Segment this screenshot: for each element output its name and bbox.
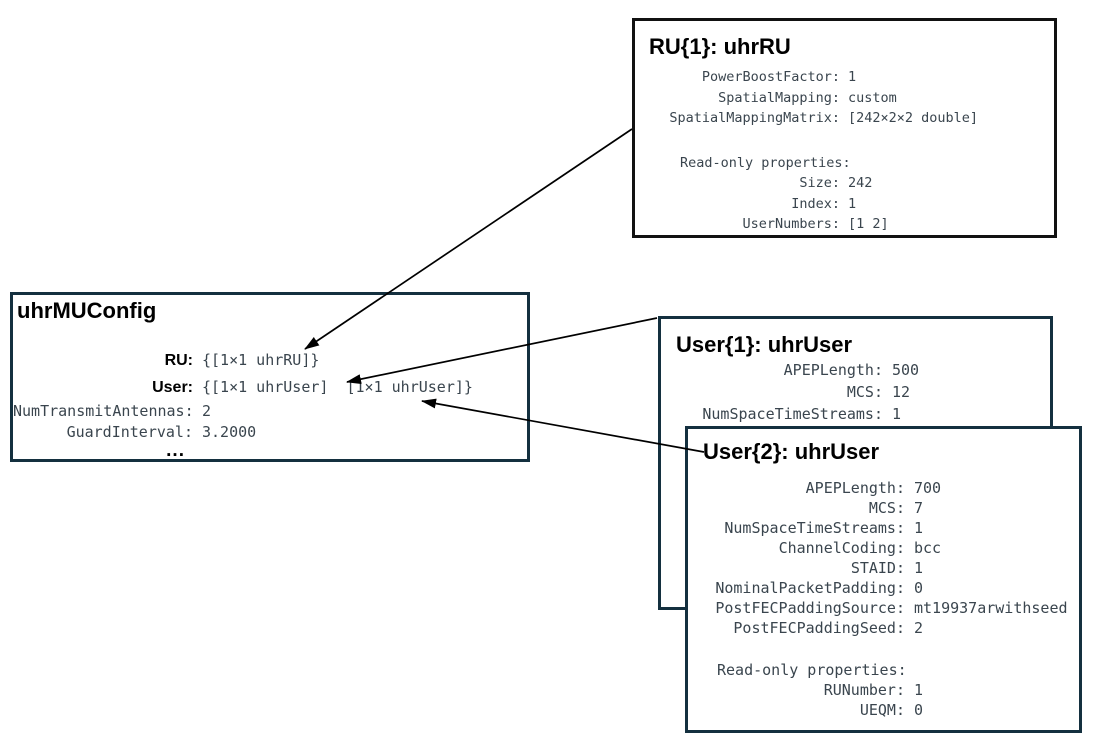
property-value: [1 2] [848,216,889,232]
property-row: NominalPacketPadding: 0 [688,578,1079,598]
ru-box-title: RU{1}: uhrRU [649,34,791,59]
property-name: RU: [164,352,193,369]
mu-config-object-box: uhrMUConfig RU: {[1×1 uhrRU]} User: {[1×1 … [10,292,530,462]
property-value: [242×2×2 double] [848,110,979,126]
property-row: NumSpaceTimeStreams: 1 [661,403,1050,425]
property-name: NumTransmitAntennas: [13,402,194,420]
property-value: 1 [914,559,924,577]
mu-config-box-title: uhrMUConfig [17,298,157,323]
property-row: Index: 1 [635,194,1054,215]
property-row: ChannelCoding: bcc [688,538,1079,558]
property-value: 1 [914,519,924,537]
property-row: GuardInterval: 3.2000 [13,422,527,443]
property-row: STAID: 1 [688,558,1079,578]
property-value: 0 [914,701,924,719]
property-row: APEPLength: 500 [661,359,1050,381]
readonly-properties-header: Read-only properties: [680,154,851,171]
property-name: MCS: [868,499,905,517]
property-value: 500 [892,361,920,379]
property-row: Size: 242 [635,173,1054,194]
property-row: RU: {[1×1 uhrRU]} [13,347,527,374]
property-name: SpatialMappingMatrix: [669,110,840,126]
property-row: APEPLength: 700 [688,478,1079,498]
property-name: UserNumbers: [742,216,840,232]
ru-object-box: RU{1}: uhrRU PowerBoostFactor: 1 SpatialM… [632,18,1057,238]
property-value: 7 [914,499,924,517]
property-value: 1 [914,681,924,699]
property-value: {[1×1 uhrUser] [1×1 uhrUser]} [202,378,473,396]
property-value: 2 [202,402,212,420]
property-name: APEPLength: [783,361,883,379]
property-row: PostFECPaddingSeed: 2 [688,618,1079,638]
property-value: 3.2000 [202,423,257,441]
property-name: MCS: [846,383,883,401]
property-name: PostFECPaddingSource: [715,599,905,617]
property-name: NumSpaceTimeStreams: [702,405,883,423]
property-row: SpatialMappingMatrix: [242×2×2 double] [635,108,1054,129]
property-name: PostFECPaddingSeed: [733,619,905,637]
property-row: MCS: 7 [688,498,1079,518]
property-name: User: [152,379,193,396]
property-value: 12 [892,383,911,401]
property-row: RUNumber: 1 [688,680,1079,700]
readonly-properties-header: Read-only properties: [717,661,907,679]
property-name: GuardInterval: [66,423,193,441]
property-name: STAID: [850,559,905,577]
property-name: PowerBoostFactor: [701,69,840,85]
property-value: 242 [848,175,873,191]
property-value: 1 [848,195,857,212]
property-row: User: {[1×1 uhrUser] [1×1 uhrUser]} [13,374,527,401]
property-name: RUNumber: [823,681,905,699]
property-name: SpatialMapping: [718,89,840,106]
property-value: mt19937arwithseed [914,599,1068,617]
user2-box-title: User{2}: uhrUser [703,439,880,464]
property-name: Index: [791,195,840,212]
property-value: 2 [914,619,924,637]
property-value: {[1×1 uhrRU]} [202,351,320,369]
user2-object-box: User{2}: uhrUser APEPLength: 700 MCS: 7 Nu… [685,426,1082,733]
property-name: NumSpaceTimeStreams: [724,519,905,537]
property-value: bcc [914,539,942,557]
property-value: 700 [914,479,942,497]
property-name: NominalPacketPadding: [715,579,905,597]
property-row: NumTransmitAntennas: 2 [13,401,527,422]
property-name: Size: [799,175,840,191]
property-row: NumSpaceTimeStreams: 1 [688,518,1079,538]
property-row: SpatialMapping: custom [635,88,1054,109]
property-name: APEPLength: [805,479,905,497]
property-value: 1 [892,405,902,423]
property-name: ChannelCoding: [778,539,905,557]
property-row: ... [13,440,527,461]
property-value: custom [848,89,897,106]
property-name: UEQM: [859,701,905,719]
property-value: 1 [848,69,857,85]
property-row: UEQM: 0 [688,700,1079,720]
property-row: MCS: 12 [661,381,1050,403]
ellipsis: ... [166,440,185,461]
user1-box-title: User{1}: uhrUser [676,332,853,357]
property-row: UserNumbers: [1 2] [635,214,1054,235]
property-value: 0 [914,579,924,597]
property-row: PowerBoostFactor: 1 [635,67,1054,88]
property-row: PostFECPaddingSource: mt19937arwithseed [688,598,1079,618]
